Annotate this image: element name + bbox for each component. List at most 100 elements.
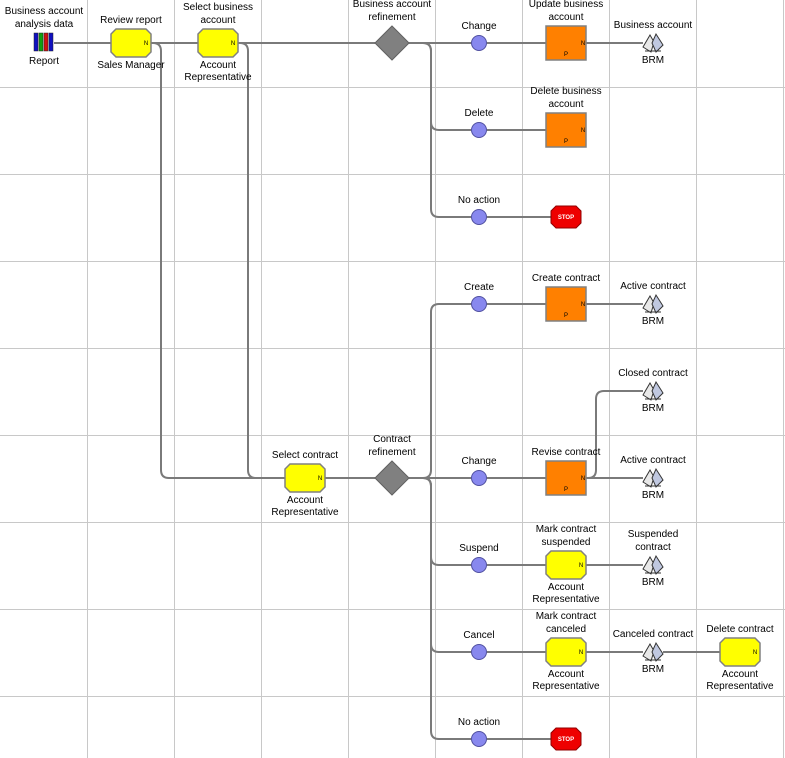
label-line: BRM <box>642 490 664 501</box>
task-shape[interactable] <box>545 550 587 580</box>
node-label-below: BRM <box>642 55 664 66</box>
brm-system-icon[interactable] <box>642 293 664 314</box>
brm-system-icon[interactable] <box>642 554 664 575</box>
node-label-above: Select contract <box>272 450 338 461</box>
label-line: Account <box>548 669 584 680</box>
label-line: Change <box>461 21 496 32</box>
label-line: BRM <box>642 664 664 675</box>
brm-system-icon[interactable] <box>642 641 664 662</box>
label-line: BRM <box>642 577 664 588</box>
event-circle[interactable] <box>471 644 487 660</box>
event-circle[interactable] <box>471 557 487 573</box>
subprocess-shape[interactable] <box>545 460 587 496</box>
node-ev_noact1[interactable]: No action <box>458 195 500 225</box>
node-label-below: BRM <box>642 490 664 501</box>
report-books-icon[interactable] <box>33 32 54 52</box>
task-shape[interactable] <box>197 28 239 58</box>
event-circle[interactable] <box>471 209 487 225</box>
node-label-above: Review report <box>100 15 162 26</box>
subprocess-shape[interactable] <box>545 112 587 148</box>
subprocess-marker: P <box>564 313 568 319</box>
brm-system-icon[interactable] <box>642 380 664 401</box>
subprocess-n-marker: N <box>581 41 585 47</box>
node-ev_delete[interactable]: Delete <box>465 108 494 138</box>
subprocess-n-marker: N <box>581 476 585 482</box>
label-line: Report <box>29 56 59 67</box>
node-stop1[interactable]: STOP <box>550 205 582 229</box>
event-circle[interactable] <box>471 296 487 312</box>
brm-system-icon[interactable] <box>642 32 664 53</box>
brm-hand-right <box>651 467 664 488</box>
label-line: analysis data <box>15 19 74 30</box>
event-circle[interactable] <box>471 470 487 486</box>
book-spine <box>38 32 44 52</box>
label-line: Suspended <box>628 529 679 540</box>
node-label-above: Suspend <box>459 543 498 554</box>
label-line: Create contract <box>532 273 601 284</box>
node-stop2[interactable]: STOP <box>550 727 582 751</box>
connector-revise_c-to-brm3 <box>586 390 643 479</box>
label-line: Representative <box>184 72 252 83</box>
brm-hand-right <box>651 293 664 314</box>
gateway-diamond[interactable] <box>374 25 410 61</box>
label-line: Create <box>464 282 494 293</box>
stop-text: STOP <box>558 737 574 743</box>
brm-hand-right <box>651 380 664 401</box>
task-shape[interactable] <box>110 28 152 58</box>
book-spine <box>48 32 54 52</box>
node-ev_change1[interactable]: Change <box>461 21 497 51</box>
event-circle[interactable] <box>471 122 487 138</box>
label-line: Select business <box>183 2 253 13</box>
subprocess-shape[interactable] <box>545 286 587 322</box>
node-ev_create[interactable]: Create <box>464 282 494 312</box>
task-marker: N <box>753 650 757 656</box>
label-line: Select contract <box>272 450 338 461</box>
label-line: Account <box>200 60 236 71</box>
task-shape[interactable] <box>719 637 761 667</box>
node-ev_change2[interactable]: Change <box>461 456 497 486</box>
node-ev_suspend[interactable]: Suspend <box>459 543 499 573</box>
event-circle[interactable] <box>471 731 487 747</box>
label-line: account <box>200 15 235 26</box>
label-line: Canceled contract <box>613 629 694 640</box>
subprocess-shape[interactable] <box>545 25 587 61</box>
label-line: Delete contract <box>706 624 773 635</box>
task-shape[interactable] <box>284 463 326 493</box>
task-shape[interactable] <box>545 637 587 667</box>
brm-system-icon[interactable] <box>642 467 664 488</box>
node-label-below: BRM <box>642 316 664 327</box>
node-ev_noact2[interactable]: No action <box>458 717 500 747</box>
connector-select_ba-to-select_c <box>238 42 285 479</box>
node-ev_cancel[interactable]: Cancel <box>463 630 495 660</box>
node-label-above: Revise contract <box>532 447 601 458</box>
stop-sign[interactable] <box>550 205 582 229</box>
label-line: refinement <box>368 12 415 23</box>
stop-sign[interactable] <box>550 727 582 751</box>
gateway-diamond[interactable] <box>374 460 410 496</box>
event-circle[interactable] <box>471 35 487 51</box>
